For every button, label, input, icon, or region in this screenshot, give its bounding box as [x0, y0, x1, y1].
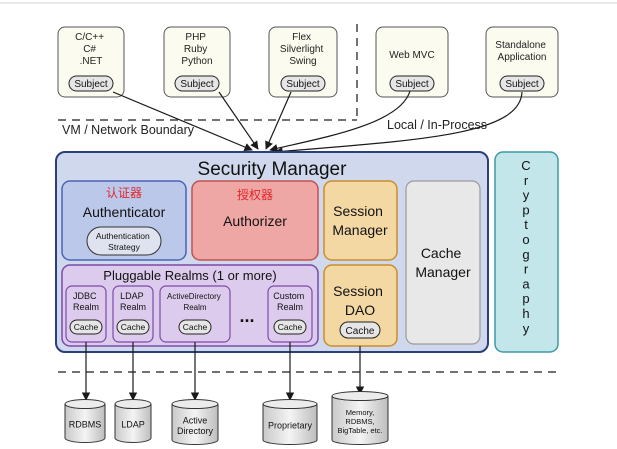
subject-badge-label: Subject: [74, 79, 108, 90]
realms-ellipsis: ...: [239, 306, 254, 326]
subject-badge: [499, 75, 545, 92]
client-standalone-application: Standalone Application Subject: [485, 26, 559, 98]
session-manager-box: [323, 180, 398, 261]
client-php-ruby-python: PHP Ruby Python Subject: [163, 26, 231, 98]
realm-jdbc: JDBC Realm Cache: [65, 285, 107, 343]
cryptography-letter: t: [524, 217, 528, 232]
arrow: [274, 91, 523, 156]
datastore-cylinder: LDAP: [114, 399, 152, 443]
realm-cache-label: Cache: [74, 322, 99, 332]
authenticator-cn-label: 认证器: [106, 186, 142, 200]
cryptography-letter: o: [522, 232, 529, 247]
realm-custom: Custom Realm Cache: [267, 285, 313, 343]
session-dao-cache-pill: [339, 321, 381, 339]
cryptography-letter: g: [522, 247, 529, 262]
authorizer-label: Authorizer: [223, 213, 287, 229]
client-label: Web MVC: [389, 50, 434, 61]
cryptography-letter: h: [522, 306, 529, 321]
datastore-cylinder: Memory,RDBMS,BigTable, etc.: [331, 391, 389, 445]
datastore-label: Memory,RDBMS,BigTable, etc.: [337, 408, 382, 435]
cylinder-top: [171, 399, 219, 409]
subject-badge-label: Subject: [286, 79, 320, 90]
client-flex-silverlight-swing: Flex Silverlight Swing Subject: [268, 26, 338, 98]
authenticator-label: Authenticator: [83, 204, 166, 220]
subject-badge: [389, 75, 435, 92]
vm-network-boundary-label: VM / Network Boundary: [62, 123, 195, 137]
datastore-label: Proprietary: [268, 421, 313, 431]
realm-cache-pill: [69, 319, 103, 335]
realm-ldap: LDAP Realm Cache: [112, 285, 154, 343]
datastore-label: RDBMS: [69, 420, 102, 430]
realm-label: JDBC Realm: [73, 291, 99, 312]
cryptography-letter: r: [524, 173, 529, 188]
subject-badge: [280, 75, 326, 92]
realm-label: LDAP Realm: [120, 291, 146, 312]
datastore-label: LDAP: [121, 420, 145, 430]
cylinder-top: [114, 399, 152, 409]
client-cpp-csharp-dotnet: C/C++ C# .NET Subject: [57, 26, 125, 98]
realm-cache-label: Cache: [278, 322, 303, 332]
cache-manager-label: Cache Manager: [415, 245, 471, 280]
realm-active-directory: ActiveDirectory Realm Cache: [159, 285, 231, 343]
client-label: C/C++ C# .NET: [75, 32, 107, 67]
security-manager-title: Security Manager: [198, 159, 348, 180]
session-manager-label: Session Manager: [332, 203, 388, 238]
client-web-mvc: Web MVC Subject: [375, 26, 449, 98]
cryptography-letter: p: [522, 291, 529, 306]
arrow: [218, 91, 259, 150]
arrow: [265, 91, 292, 150]
cylinder-top: [262, 399, 318, 409]
subject-badge-label: Subject: [505, 79, 539, 90]
authentication-strategy-label: Authentication Strategy: [96, 231, 152, 252]
subject-badge: [68, 75, 114, 92]
arrow: [112, 91, 253, 151]
realm-cache-label: Cache: [183, 322, 208, 332]
realm-label: Custom Realm: [273, 291, 307, 312]
cryptography-letter: y: [523, 188, 530, 203]
session-dao-label: Session DAO: [333, 283, 387, 318]
subject-badge-label: Subject: [395, 79, 429, 90]
cryptography-box: [494, 151, 559, 353]
cache-manager-box: [405, 180, 481, 345]
datastore-cylinder: Proprietary: [262, 399, 318, 445]
session-dao-cache-label: Cache: [346, 326, 375, 337]
realm-to-datastore-arrows: [81, 342, 365, 401]
cryptography-letter: a: [522, 276, 530, 291]
subject-badge: [174, 75, 220, 92]
realm-label: ActiveDirectory Realm: [167, 292, 223, 312]
cylinder-top: [331, 391, 389, 401]
realm-cache-pill: [273, 319, 307, 335]
subject-to-security-manager-arrows: [112, 90, 523, 156]
cylinder-top: [64, 399, 106, 409]
client-label: PHP Ruby Python: [181, 32, 212, 67]
client-label: Flex Silverlight Swing: [280, 32, 326, 67]
arrow: [269, 90, 411, 153]
cryptography-letter: y: [523, 321, 530, 336]
realm-cache-pill: [178, 319, 212, 335]
pluggable-realms-title: Pluggable Realms (1 or more): [103, 268, 276, 283]
authorizer-cn-label: 授权器: [237, 187, 273, 202]
authentication-strategy-pill: [86, 226, 162, 256]
cryptography-letter: r: [524, 262, 529, 277]
cryptography-letter: C: [521, 158, 530, 173]
datastore-cylinder: RDBMS: [64, 399, 106, 443]
local-in-process-label: Local / In-Process: [387, 118, 487, 132]
client-label: Standalone Application: [495, 40, 548, 63]
cryptography-letter: p: [522, 202, 529, 217]
subject-badge-label: Subject: [180, 79, 214, 90]
authorizer-box: [191, 180, 319, 261]
realm-cache-label: Cache: [121, 322, 146, 332]
realm-cache-pill: [116, 319, 150, 335]
